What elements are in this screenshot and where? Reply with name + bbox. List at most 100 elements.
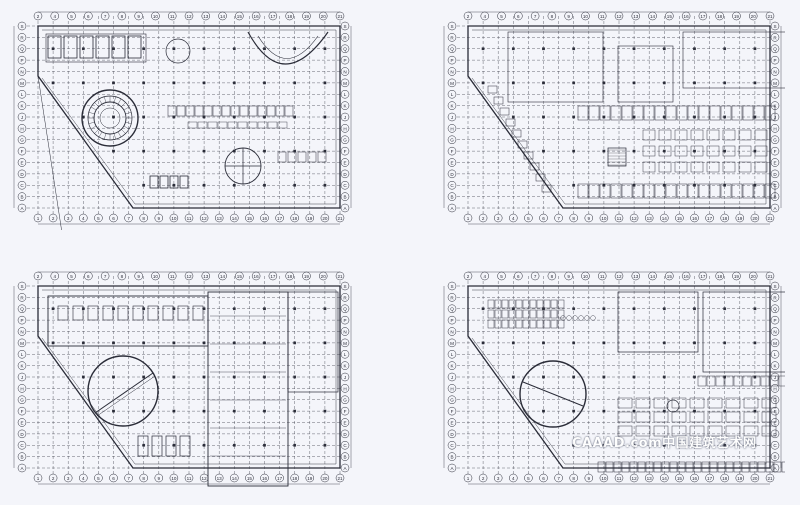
axis-bubble-left: C: [447, 441, 457, 450]
structural-column: [753, 341, 757, 345]
seat-block: [487, 309, 495, 319]
axis-bubble-right: M: [340, 78, 350, 88]
axis-label: 11: [600, 14, 605, 19]
axis-bubble-left: L: [447, 90, 457, 99]
axis-bubble-bottom: 12: [629, 473, 639, 483]
axis-bubble-right: S: [770, 281, 780, 291]
structural-column: [142, 81, 146, 85]
axis-label: 17: [270, 274, 276, 279]
structural-column: [662, 307, 666, 311]
axis-bubble-right: G: [770, 395, 780, 404]
axis-bubble-top: 21: [765, 271, 775, 281]
axis-label: C: [343, 443, 347, 448]
axis-label: B: [20, 455, 23, 460]
axis-label: K: [343, 364, 347, 369]
axis-bubble-right: L: [770, 90, 780, 99]
axis-bubble-bottom: 1: [463, 213, 473, 223]
axis-bubble-bottom: 5: [94, 213, 103, 223]
axis-label: 20: [752, 216, 758, 221]
axis-label: K: [773, 364, 777, 369]
axis-label: E: [450, 420, 453, 425]
axis-bubble-left: C: [17, 181, 27, 190]
hotel-room: [654, 105, 666, 121]
axis-label: A: [450, 466, 454, 471]
axis-label: 12: [616, 14, 622, 19]
round-table: [666, 399, 680, 413]
axis-label: 13: [647, 216, 653, 221]
axis-bubble-left: K: [447, 361, 457, 370]
axis-label: E: [450, 160, 453, 165]
axis-label: F: [21, 149, 24, 154]
axis-bubble-right: F: [770, 406, 780, 416]
axis-bubble-left: F: [17, 146, 27, 156]
structural-column: [323, 149, 327, 153]
shop-unit: [79, 35, 94, 59]
structural-column: [723, 183, 727, 187]
axis-bubble-right: H: [340, 384, 350, 393]
structural-column: [572, 307, 576, 311]
structural-column: [232, 47, 236, 51]
structural-column: [602, 183, 606, 187]
structural-column: [723, 149, 727, 153]
axis-bubble-bottom: 14: [660, 473, 669, 483]
axis-label: H: [773, 386, 776, 391]
axis-label: E: [773, 160, 776, 165]
service-counter: [277, 121, 288, 129]
axis-label: R: [450, 35, 454, 40]
axis-bubble-right: K: [340, 361, 350, 370]
round-booth: [165, 38, 191, 64]
structural-column: [51, 47, 55, 51]
seat-block: [487, 319, 495, 329]
structural-column: [602, 341, 606, 345]
axis-bubble-top: 16: [251, 11, 261, 21]
structural-column: [662, 443, 666, 447]
axis-label: A: [450, 206, 454, 211]
axis-bubble-top: 15: [235, 271, 244, 281]
hotel-room: [753, 183, 765, 199]
dining-table: [560, 315, 566, 321]
structural-column: [323, 115, 327, 119]
axis-label: 4: [483, 14, 486, 19]
structural-column: [693, 149, 696, 153]
axis-label: P: [20, 58, 23, 63]
axis-label: 10: [601, 216, 607, 221]
axis-label: D: [20, 432, 24, 437]
axis-bubble-bottom: 19: [735, 213, 745, 223]
service-room: [151, 435, 163, 457]
axis-bubble-bottom: 4: [79, 473, 88, 483]
structural-column: [632, 149, 636, 153]
axis-bubble-top: 2: [463, 271, 473, 281]
structural-column: [323, 341, 327, 345]
diagonal-room: [511, 129, 522, 138]
axis-bubble-left: Q: [17, 304, 27, 313]
axis-label: F: [451, 409, 454, 414]
booth-table: [707, 411, 723, 423]
axis-bubble-bottom: 17: [705, 213, 714, 223]
building-outline: [37, 25, 341, 209]
core-stair: [607, 147, 627, 167]
axis-bubble-right: C: [770, 441, 780, 450]
axis-label: P: [343, 318, 346, 323]
office-desk: [642, 129, 656, 141]
axis-label: 19: [737, 216, 743, 221]
structural-column: [572, 341, 576, 345]
axis-bubble-bottom: 21: [335, 213, 345, 223]
axis-label: 16: [684, 14, 690, 19]
axis-label: S: [450, 284, 453, 289]
booth-table: [689, 411, 705, 423]
axis-label: 10: [171, 476, 177, 481]
axis-bubble-right: H: [770, 124, 780, 133]
axis-bubble-right: H: [770, 384, 780, 393]
axis-bubble-left: N: [447, 327, 457, 336]
structural-column: [172, 409, 176, 413]
axis-bubble-left: C: [447, 181, 457, 190]
axis-label: 13: [217, 216, 223, 221]
structural-column: [481, 81, 485, 85]
atrium-rib: [123, 125, 130, 130]
open-plan-area: [617, 291, 699, 353]
booth-table: [707, 397, 723, 409]
office-cell: [706, 375, 716, 387]
office-desk: [642, 161, 656, 173]
